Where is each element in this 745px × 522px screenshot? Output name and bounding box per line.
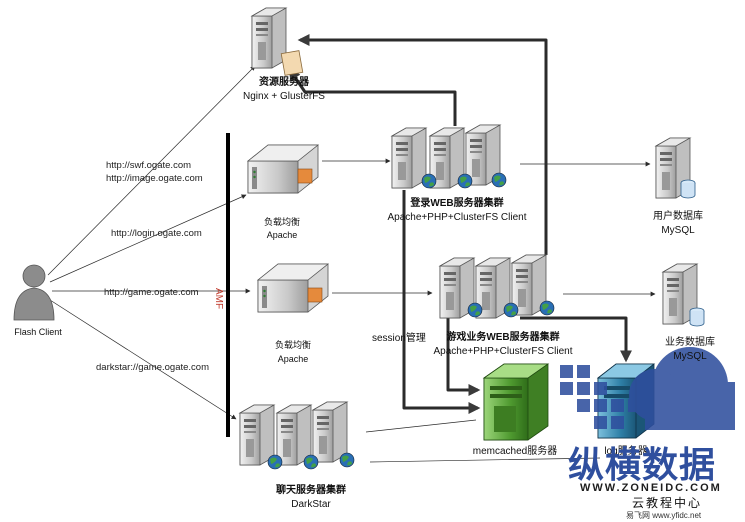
url-game: http://game.ogate.com — [104, 287, 199, 298]
login-web-cluster-icon — [391, 124, 507, 189]
watermark-sub: 云教程中心 — [632, 496, 703, 510]
client-to-chat-line — [49, 299, 237, 420]
log-title: log服务器 — [604, 446, 648, 457]
game-to-log-line — [520, 316, 632, 363]
game-to-resource-line — [297, 34, 548, 255]
resource-server-icon — [251, 7, 304, 76]
login-web-subtitle: Apache+PHP+ClusterFS Client — [387, 212, 527, 223]
lb2-subtitle: Apache — [277, 354, 309, 364]
chat-to-right-line — [369, 457, 601, 463]
lb1-title: 负载均衡 — [263, 217, 301, 227]
login-to-memcached-line — [402, 190, 481, 414]
memcached-server-icon — [482, 363, 550, 441]
chat-to-memcached-line — [365, 419, 477, 433]
lb2-title: 负载均衡 — [274, 340, 312, 350]
resource-server-title: 资源服务器 — [259, 77, 309, 88]
watermark-cloud-graphic — [560, 347, 735, 430]
url-image: http://image.ogate.com — [106, 173, 203, 184]
amf-label: AMF — [213, 288, 224, 310]
biz-db-icon — [662, 263, 705, 327]
user-db-title: 用户数据库 — [653, 211, 703, 222]
chat-cluster-icon — [239, 401, 355, 470]
url-login: http://login.ogate.com — [111, 228, 202, 239]
biz-db-title: 业务数据库 — [665, 337, 715, 348]
watermark-corner: 易飞网 www.yfidc.net — [626, 511, 702, 520]
chat-subtitle: DarkStar — [291, 499, 331, 510]
client-to-lb1-line — [49, 194, 247, 283]
url-darkstar: darkstar://game.ogate.com — [96, 362, 209, 373]
login-web-title: 登录WEB服务器集群 — [410, 198, 504, 209]
load-balancer-2-icon — [257, 263, 329, 313]
login-to-resource-line — [288, 68, 457, 126]
session-label: session管理 — [372, 333, 426, 344]
biz-db-subtitle: MySQL — [673, 351, 707, 362]
load-balancer-1-icon — [247, 144, 319, 194]
user-db-subtitle: MySQL — [661, 225, 695, 236]
game-web-subtitle: Apache+PHP+ClusterFS Client — [433, 346, 573, 357]
user-db-icon — [655, 137, 696, 199]
game-to-memcached-line — [446, 318, 481, 396]
chat-title: 聊天服务器集群 — [276, 485, 346, 496]
memcached-title: memcached服务器 — [472, 446, 558, 457]
watermark-brand: 纵横数据 — [568, 444, 717, 485]
flash-client-label: Flash Client — [14, 327, 62, 337]
watermark-url: WWW.ZONEIDC.COM — [580, 482, 722, 494]
client-to-resource-line — [47, 65, 256, 276]
flash-client-user-icon — [13, 264, 55, 321]
resource-server-subtitle: Nginx + GlusterFS — [243, 91, 325, 102]
connections — [47, 34, 656, 463]
url-swf: http://swf.ogate.com — [106, 160, 192, 171]
game-web-title: 游戏业务WEB服务器集群 — [446, 332, 560, 343]
lb1-subtitle: Apache — [266, 230, 298, 240]
game-web-cluster-icon — [439, 254, 555, 319]
